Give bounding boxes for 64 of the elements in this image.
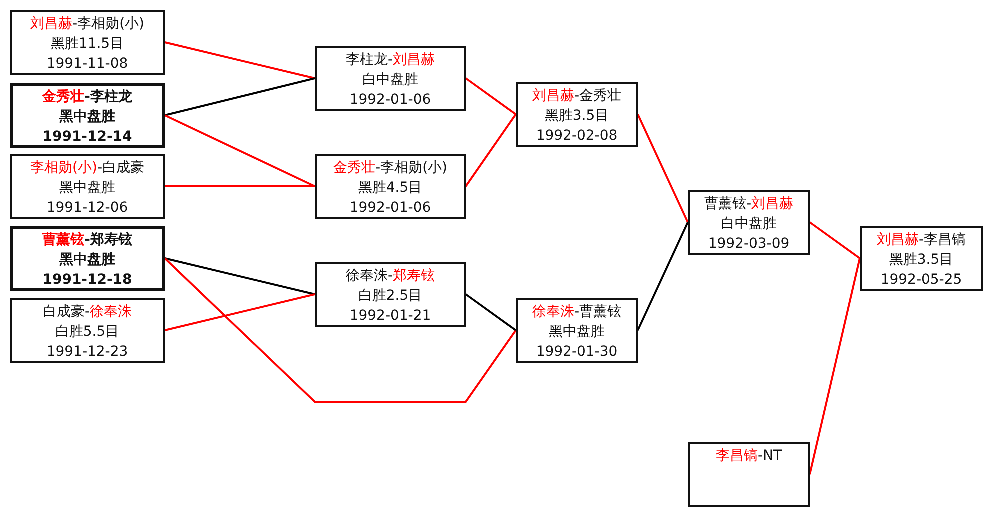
match-date: 1992-05-25 <box>880 271 962 290</box>
match-box <box>10 10 165 75</box>
bracket-line <box>165 186 315 188</box>
match-players: 李相勋(小)-白成豪 <box>30 159 144 178</box>
match-date: 1992-01-06 <box>350 91 432 110</box>
match-box <box>688 442 810 507</box>
match-result: 白中盘胜 <box>362 71 418 90</box>
match-box <box>10 154 165 219</box>
match-box <box>10 226 165 291</box>
match-date: 1991-12-14 <box>42 128 132 147</box>
match-box <box>315 154 466 219</box>
bracket-line <box>164 258 517 403</box>
bracket-line <box>164 42 316 80</box>
match-players: 曹薰铉-刘昌赫 <box>704 195 794 214</box>
match-box <box>10 83 165 148</box>
match-result: 黑胜11.5目 <box>50 35 124 54</box>
match-result: 白胜2.5目 <box>358 287 423 306</box>
match-result: 黑胜3.5目 <box>544 107 610 126</box>
match-result: 白胜5.5目 <box>55 323 120 342</box>
match-players: 徐奉洙-郑寿铉 <box>346 267 436 286</box>
match-date: 1991-12-18 <box>42 271 132 290</box>
match-date: 1992-02-08 <box>536 127 618 146</box>
match-date: 1991-11-08 <box>46 55 128 74</box>
match-box <box>315 46 466 111</box>
match-result: 白中盘胜 <box>721 215 777 234</box>
match-date: 1992-01-21 <box>350 307 432 326</box>
match-players: 金秀壮-李柱龙 <box>42 88 132 107</box>
match-box <box>10 298 165 363</box>
bracket-line <box>465 294 517 332</box>
bracket-line <box>164 258 316 296</box>
match-players: 刘昌赫-李昌镐 <box>876 231 966 250</box>
match-box <box>516 82 638 147</box>
match-result: 黑中盘胜 <box>60 108 116 127</box>
match-players: 李柱龙-刘昌赫 <box>346 51 436 70</box>
match-box <box>688 190 810 255</box>
bracket-line <box>637 114 689 223</box>
match-box <box>315 262 466 327</box>
match-result: 黑胜4.5目 <box>358 179 423 198</box>
match-date: 1992-03-09 <box>708 235 790 254</box>
match-date: 1991-12-06 <box>46 199 128 218</box>
bracket-line <box>809 258 861 475</box>
bracket-line <box>465 114 517 188</box>
bracket-line <box>637 222 689 331</box>
bracket-line <box>809 222 861 260</box>
match-result: 黑中盘胜 <box>60 251 116 270</box>
match-result: 黑中盘胜 <box>60 179 116 198</box>
match-date: 1992-01-30 <box>536 343 618 362</box>
match-players: 徐奉洙-曹薰铉 <box>532 303 622 322</box>
match-date: 1992-01-06 <box>350 199 432 218</box>
bracket-line <box>164 294 316 332</box>
match-result: 黑中盘胜 <box>549 323 605 342</box>
match-players: 白成豪-徐奉洙 <box>42 303 132 322</box>
match-box <box>516 298 638 363</box>
match-players: 刘昌赫-李相勋(小) <box>30 15 144 34</box>
match-players: 金秀壮-李相勋(小) <box>334 159 448 178</box>
match-box <box>860 226 983 291</box>
bracket-line <box>465 78 517 116</box>
bracket-line <box>164 114 316 188</box>
match-players: 曹薰铉-郑寿铉 <box>42 231 132 250</box>
match-date: 1991-12-23 <box>46 343 128 362</box>
match-players: 刘昌赫-金秀壮 <box>532 87 622 106</box>
match-result: 黑胜3.5目 <box>889 251 954 270</box>
bracket-line <box>164 78 316 116</box>
match-players: 李昌镐-NT <box>716 447 782 466</box>
